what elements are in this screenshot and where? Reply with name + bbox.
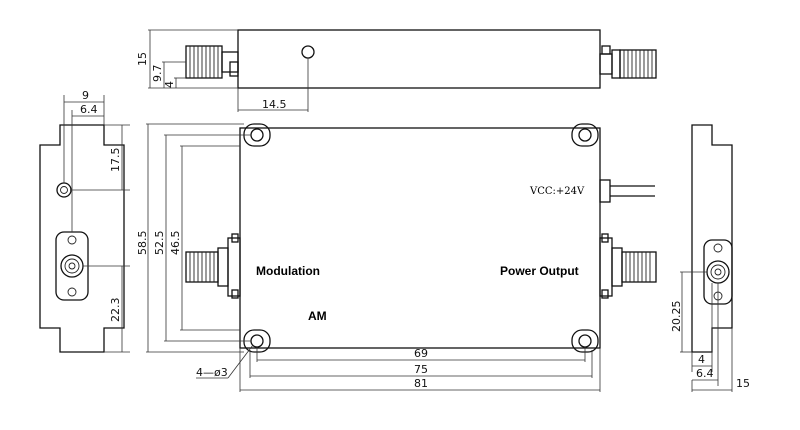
dim-top-conn-center: 9.7 xyxy=(151,65,164,83)
dim-top-conn-offset: 4 xyxy=(163,81,176,88)
dim-body-height-total: 58.5 xyxy=(136,231,149,256)
main-right-connector xyxy=(599,233,657,299)
dim-left-hole-height: 17.5 xyxy=(109,148,122,173)
left-side-view: 9 6.4 17.5 22.3 xyxy=(39,89,130,353)
dim-right-conn-offset-a: 4 xyxy=(698,353,705,366)
label-vcc: VCC:+24V xyxy=(529,186,585,197)
dim-mount-holes: 4—ø3 xyxy=(196,366,228,379)
top-view: 15 9.7 4 14.5 xyxy=(136,29,657,112)
dim-flange-width: 81 xyxy=(414,377,428,390)
mount-hole-top-right xyxy=(571,123,599,147)
dim-right-conn-height: 20.25 xyxy=(670,301,683,333)
dim-right-width: 15 xyxy=(736,377,750,390)
top-left-connector xyxy=(185,45,239,79)
top-view-body xyxy=(237,29,601,89)
label-power-output: Power Output xyxy=(500,264,579,278)
top-mount-hole xyxy=(301,45,315,59)
left-view-hole xyxy=(56,182,72,198)
main-view: VCC:+24V Modulation Power Output AM 58.5… xyxy=(136,123,657,392)
dim-top-height: 15 xyxy=(136,52,149,66)
main-view-body xyxy=(239,127,601,349)
dim-right-conn-offset-b: 6.4 xyxy=(696,367,714,380)
label-am: AM xyxy=(308,309,327,323)
dim-top-hole-pos: 14.5 xyxy=(262,98,287,111)
dim-hole-pitch: 69 xyxy=(414,347,428,360)
label-modulation: Modulation xyxy=(256,264,320,278)
dim-left-conn-offset: 6.4 xyxy=(80,103,98,116)
top-right-connector xyxy=(599,45,657,79)
dim-body-height-inner: 46.5 xyxy=(169,231,182,256)
dim-body-width: 75 xyxy=(414,363,428,376)
right-side-view: 20.25 4 6.4 15 xyxy=(670,124,750,392)
dim-left-hole-offset: 9 xyxy=(82,89,89,102)
dim-left-conn-height: 22.3 xyxy=(109,298,122,323)
main-left-connector xyxy=(185,233,241,299)
left-view-body xyxy=(39,124,125,353)
dim-body-height-mid: 52.5 xyxy=(153,231,166,256)
vcc-pin xyxy=(599,179,655,203)
